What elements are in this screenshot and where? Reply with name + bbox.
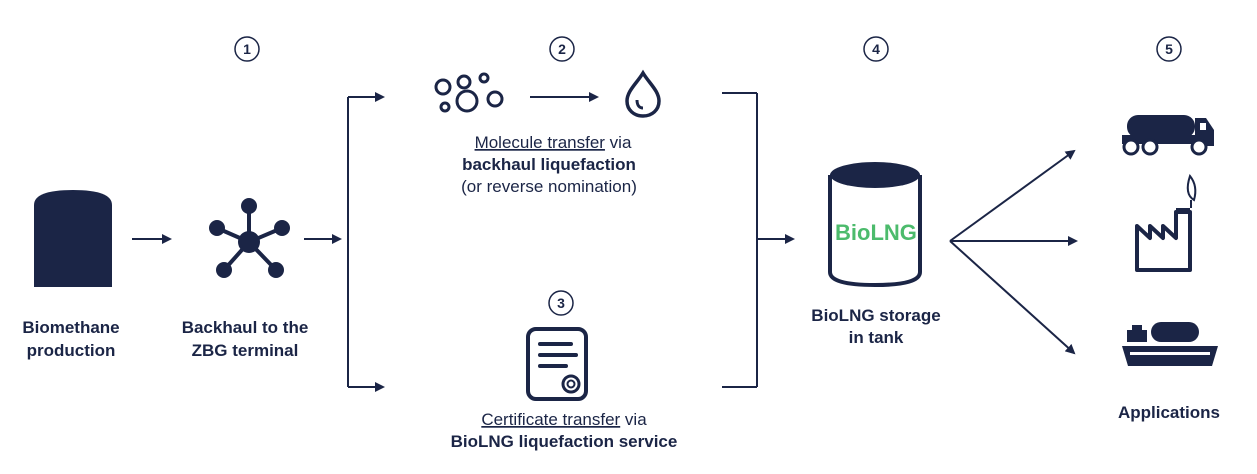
biomethane-label-line2: production (27, 341, 116, 360)
storage-label-line2: in tank (849, 328, 904, 347)
backhaul-label-line2: ZBG terminal (192, 341, 299, 360)
molecules-icon (434, 72, 504, 113)
certificate-transfer-link: Certificate transfer (481, 410, 620, 429)
droplet-icon (625, 69, 661, 118)
molecule-transfer-line2: backhaul liquefaction (462, 155, 636, 174)
step-badge-1: 1 (234, 36, 260, 62)
backhaul-label-line1: Backhaul to the (182, 318, 309, 337)
step-number: 3 (557, 295, 565, 311)
certificate-transfer-via: via (620, 410, 647, 429)
tank-label: BioLNG (835, 220, 917, 245)
step-badge-5: 5 (1156, 36, 1182, 62)
step-badge-2: 2 (549, 36, 575, 62)
step-number: 2 (558, 41, 566, 57)
truck-icon (1122, 115, 1214, 156)
biomethane-label-line1: Biomethane (22, 318, 119, 337)
molecule-transfer-link: Molecule transfer (475, 133, 606, 152)
biomethane-dome-icon (34, 190, 112, 287)
step-number: 1 (243, 41, 251, 57)
certificate-icon (526, 327, 588, 401)
applications-label: Applications (1118, 403, 1220, 422)
certificate-transfer-line1: Certificate transfer via (481, 410, 647, 429)
molecule-transfer-line3: (or reverse nomination) (461, 177, 637, 196)
ship-icon (1122, 322, 1218, 366)
step-badge-3: 3 (548, 290, 574, 316)
molecule-transfer-line1: Molecule transfer via (475, 133, 632, 152)
certificate-transfer-line2: BioLNG liquefaction service (451, 432, 678, 451)
fanout-arrows (949, 149, 1078, 355)
step-badge-4: 4 (863, 36, 889, 62)
merge-bracket (722, 92, 795, 388)
storage-label-line1: BioLNG storage (811, 306, 940, 325)
factory-icon (1135, 173, 1197, 272)
network-hub-icon (209, 198, 290, 278)
tank-icon (828, 162, 922, 288)
step-number: 5 (1165, 41, 1173, 57)
split-bracket (347, 92, 385, 392)
molecule-transfer-via: via (605, 133, 632, 152)
step-number: 4 (872, 41, 880, 57)
